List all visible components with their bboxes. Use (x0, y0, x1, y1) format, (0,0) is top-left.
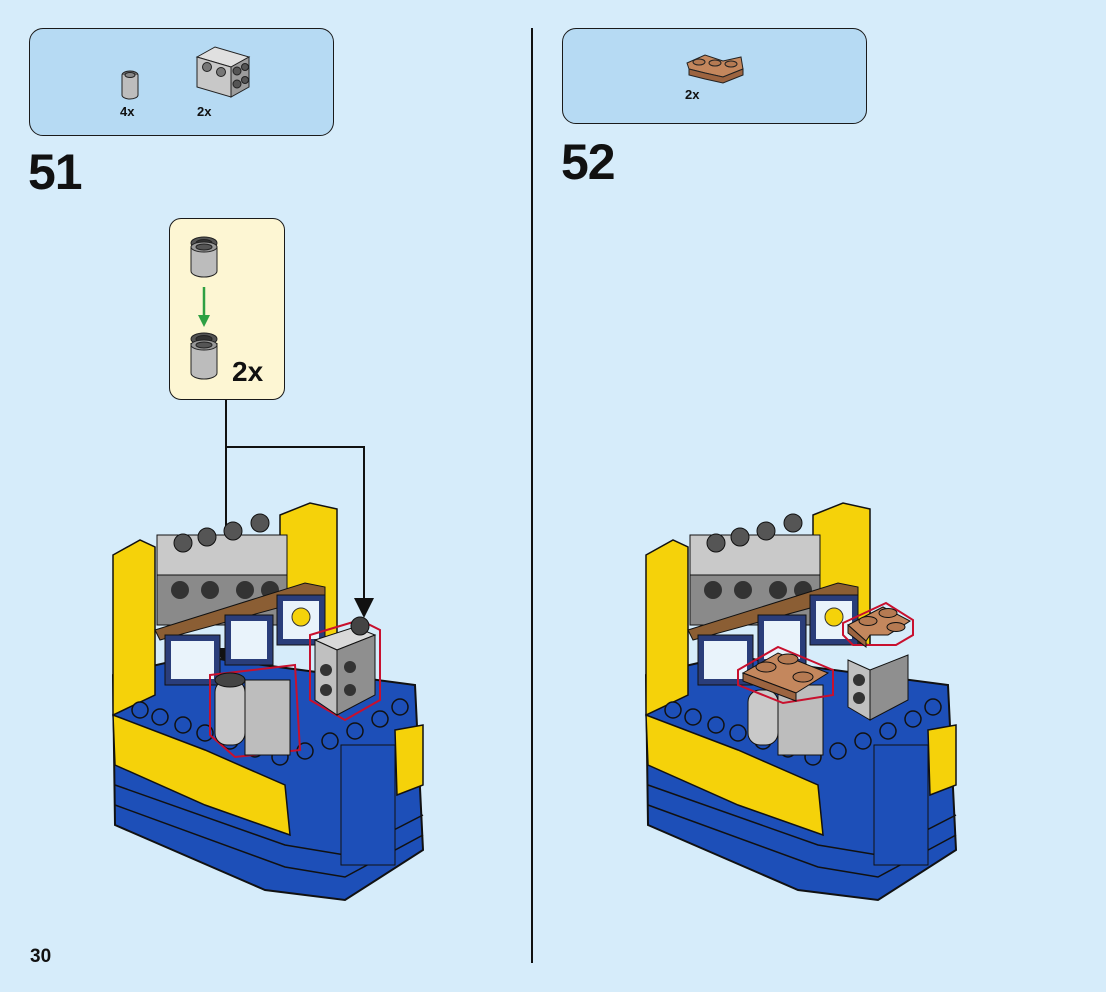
round-brick-1x1-gray-icon (190, 332, 218, 380)
brick-2x2-studs-side-gray-icon (195, 46, 251, 98)
minion-model-step-52 (644, 502, 958, 902)
part-qty: 2x (685, 87, 700, 102)
round-brick-1x1-gray-icon (121, 70, 139, 100)
part-qty: 2x (197, 104, 212, 119)
step-number: 51 (28, 144, 83, 200)
page-number: 30 (30, 946, 52, 967)
step-52-parts-list: 2x (562, 28, 867, 124)
step-number: 52 (561, 134, 616, 190)
sub-assembly-callout (169, 218, 285, 400)
green-arrow-icon (198, 287, 210, 327)
minion-model-step-51 (111, 502, 425, 902)
callout-qty: 2x (232, 356, 264, 387)
page-divider (531, 28, 533, 963)
round-brick-1x1-gray-icon (190, 236, 218, 278)
plate-2x2-corner-tan-icon (686, 54, 744, 84)
part-qty: 4x (120, 104, 135, 119)
step-51-parts-list: 4x 2x (29, 28, 334, 136)
